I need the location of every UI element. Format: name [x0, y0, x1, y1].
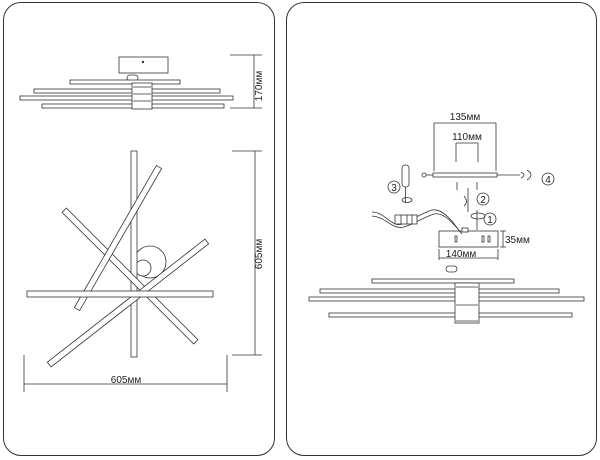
- step-3-label: 3: [391, 183, 397, 194]
- ceiling-canopy: [438, 227, 499, 248]
- arm-diagonal-c: [46, 238, 210, 368]
- mounting-bracket: [421, 169, 532, 190]
- step-2-label: 2: [480, 195, 486, 206]
- led-bar-3: [19, 95, 234, 101]
- dim-135: 135мм: [433, 112, 497, 171]
- led-bar-2: [33, 88, 221, 94]
- rotate-arrow-1: [470, 210, 486, 230]
- step-4-marker: [541, 172, 555, 186]
- step-2-marker: [476, 192, 490, 206]
- step-1-label: 1: [487, 215, 493, 226]
- screwdriver-icon: [401, 164, 410, 203]
- side-dimension-label: 605мм: [254, 239, 265, 270]
- step-1-marker: [483, 212, 497, 226]
- dim-35-label: 35мм: [505, 235, 530, 246]
- width-dimension-label: 605мм: [111, 375, 142, 386]
- installation-panel: [286, 2, 597, 456]
- step-3-marker: [387, 180, 401, 194]
- rotate-arrow-2: [463, 188, 469, 212]
- height-dimension-label: 170мм: [254, 71, 265, 102]
- dim-140-label: 140мм: [446, 249, 477, 260]
- side-dimension: 605мм: [232, 150, 265, 356]
- width-dimension: 605мм: [23, 355, 228, 392]
- side-view-fixture: [19, 56, 234, 110]
- top-view-fixture: [26, 150, 214, 368]
- canopy-box: [118, 56, 169, 74]
- dim-140: 140мм: [438, 249, 499, 260]
- canopy-screw: [141, 60, 145, 64]
- arm-horizontal: [26, 290, 214, 298]
- arm-diagonal-b: [73, 164, 163, 312]
- arm-diagonal-a: [61, 207, 199, 345]
- wiring: [371, 197, 463, 235]
- side-view-panel: [3, 2, 275, 456]
- step-4-label: 4: [545, 175, 551, 186]
- dim-135-label: 135мм: [450, 112, 481, 123]
- dim-35: 35мм: [500, 230, 530, 248]
- fixture-side-view-right: [308, 265, 585, 324]
- height-dimension: 170мм: [230, 54, 265, 109]
- dim-110-label: 110мм: [452, 132, 482, 143]
- arm-vertical: [130, 150, 138, 358]
- led-bar-1: [69, 79, 181, 85]
- center-stem: [131, 82, 153, 110]
- dim-110: 110мм: [452, 132, 482, 162]
- step-markers: 1 2 3 4: [387, 172, 555, 226]
